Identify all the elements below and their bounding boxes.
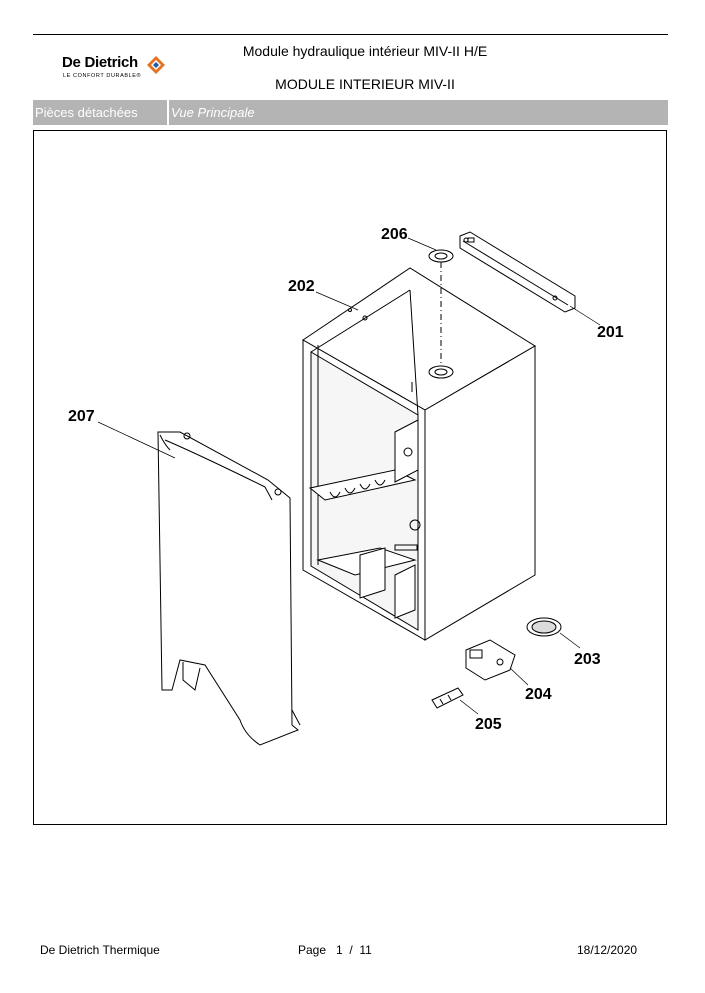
leader-lines <box>97 237 601 715</box>
gasket-lower <box>428 365 454 379</box>
callout-203: 203 <box>574 651 601 668</box>
view-label: Vue Principale <box>171 105 255 120</box>
logo-tagline: LE CONFORT DURABLE® <box>63 73 142 79</box>
footer-page: Page 1 / 11 <box>298 943 372 957</box>
footer-company: De Dietrich Thermique <box>40 943 160 957</box>
valve-assembly <box>465 639 516 681</box>
drain-valve <box>431 687 464 709</box>
section-divider <box>167 100 169 125</box>
callout-202: 202 <box>288 278 315 295</box>
callout-205: 205 <box>475 716 502 733</box>
gasket-upper <box>428 249 454 263</box>
callout-201: 201 <box>597 324 624 341</box>
drawing-frame <box>33 130 667 825</box>
diamond-logo-icon <box>147 56 165 74</box>
pressure-gauge <box>526 617 562 637</box>
mounting-bracket <box>459 231 576 313</box>
callout-207: 207 <box>68 408 95 425</box>
document-subtitle: MODULE INTERIEUR MIV-II <box>275 76 455 92</box>
document-title: Module hydraulique intérieur MIV-II H/E <box>242 43 488 59</box>
section-label: Pièces détachées <box>35 105 138 120</box>
logo-name: De Dietrich <box>62 54 138 71</box>
front-panel <box>157 431 301 746</box>
callout-206: 206 <box>381 226 408 243</box>
cabinet-body <box>302 267 536 641</box>
callout-204: 204 <box>525 686 552 703</box>
section-bar: Pièces détachées Vue Principale <box>33 100 668 125</box>
brand-logo: De Dietrich LE CONFORT DURABLE® <box>62 54 182 84</box>
footer-date: 18/12/2020 <box>577 943 638 957</box>
top-rule <box>33 34 668 35</box>
